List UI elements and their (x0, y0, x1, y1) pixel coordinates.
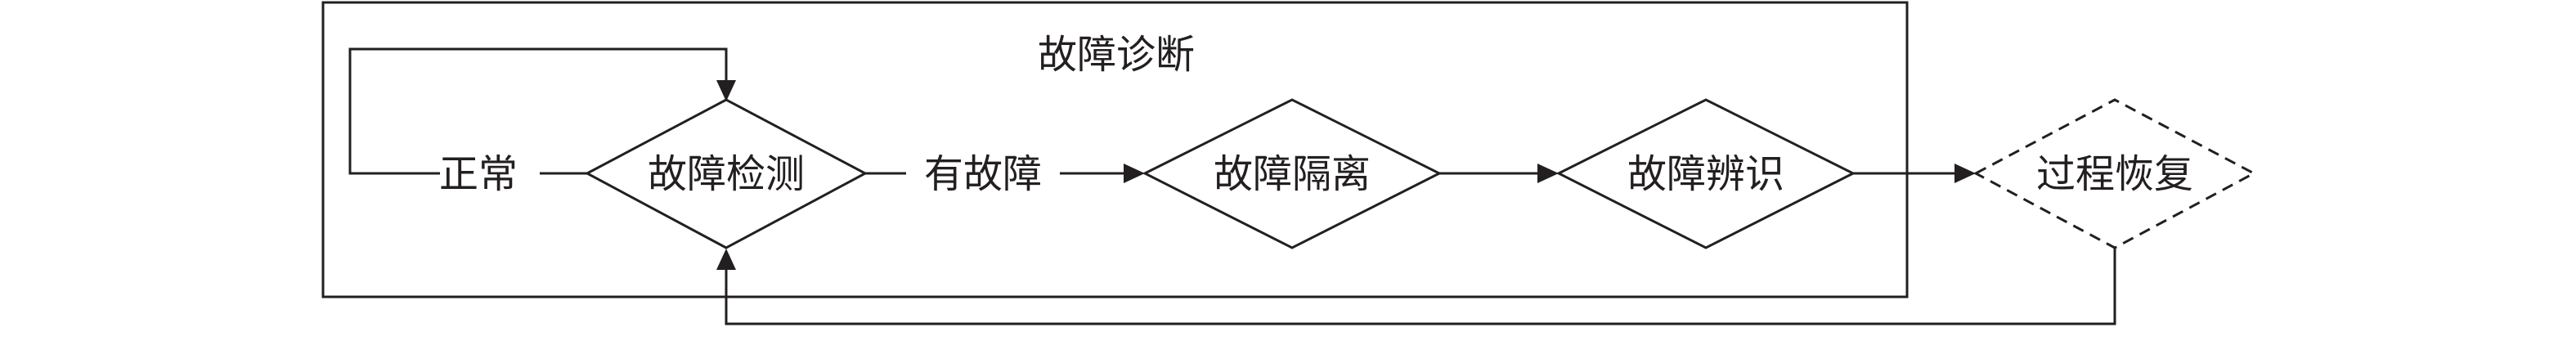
fault-diagnosis-group-frame (321, 1, 1909, 298)
node-fault-detection: 故障检测 (584, 98, 868, 249)
edge-has-fault: 有故障 (865, 151, 1145, 197)
arrowhead-feedback (716, 249, 736, 270)
node-label-fault-detection: 故障检测 (648, 151, 805, 197)
node-fault-isolation: 故障隔离 (1142, 98, 1443, 249)
node-fault-identification: 故障辨识 (1555, 98, 1856, 249)
arrowhead-isolation-to-identification (1537, 164, 1559, 183)
edge-label-has-fault: 有故障 (924, 151, 1042, 197)
arrowhead-has-fault (1124, 164, 1145, 183)
edge-feedback-loop (716, 248, 2116, 325)
edge-identification-to-recovery (1853, 164, 1976, 183)
node-label-fault-identification: 故障辨识 (1627, 151, 1784, 197)
edge-label-normal: 正常 (439, 151, 518, 197)
edge-normal-loop: 正常 (348, 47, 736, 197)
node-label-process-recovery: 过程恢复 (2036, 151, 2193, 197)
arrowhead-normal (716, 80, 736, 101)
arrowhead-identification-to-recovery (1954, 164, 1976, 183)
node-label-fault-isolation: 故障隔离 (1214, 151, 1371, 197)
edge-isolation-to-identification (1439, 164, 1559, 183)
node-process-recovery: 过程恢复 (1972, 98, 2257, 249)
group-title: 故障诊断 (1038, 32, 1195, 78)
